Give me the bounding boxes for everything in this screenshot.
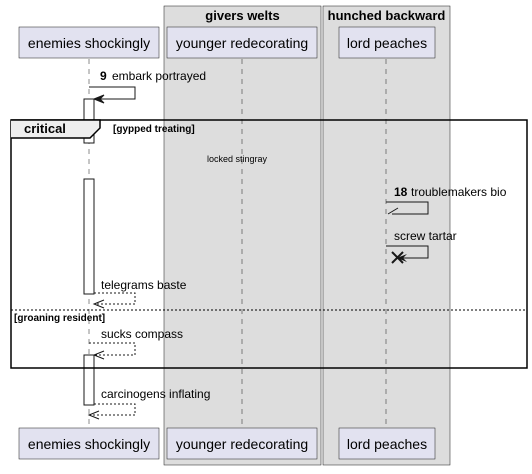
delay-note: locked stingray: [207, 154, 268, 164]
message-troublemakers-bio: 18 troublemakers bio: [386, 185, 507, 215]
box-title: hunched backward: [328, 8, 446, 23]
destroy-icon: [391, 251, 404, 264]
participant-younger-redecorating-top: younger redecorating: [166, 26, 318, 59]
activations: [83, 98, 95, 406]
message-number: 18: [394, 185, 408, 199]
message-label: troublemakers bio: [411, 185, 507, 199]
fragment-else-guard: [groaning resident]: [14, 313, 105, 324]
message-carcinogens-inflating: carcinogens inflating: [87, 387, 210, 420]
box-givers-welts: givers welts: [163, 5, 322, 466]
participant-name: lord peaches: [347, 436, 427, 452]
participant-lord-peaches-bottom: lord peaches: [338, 427, 436, 460]
message-label: sucks compass: [101, 327, 183, 341]
activation-bar: [83, 354, 95, 406]
participant-lord-peaches-top: lord peaches: [338, 26, 436, 59]
participant-enemies-shockingly-top: enemies shockingly: [18, 26, 160, 59]
message-label: embark portrayed: [112, 69, 206, 83]
box-hunched-backward: hunched backward: [322, 5, 451, 466]
fragment-guard: [gypped treating]: [113, 124, 195, 135]
participant-name: younger redecorating: [176, 436, 308, 452]
activation-bar: [83, 178, 95, 295]
participant-name: enemies shockingly: [28, 35, 150, 51]
box-title: givers welts: [205, 8, 279, 23]
message-number: 9: [100, 69, 107, 83]
message-embark-portrayed: 9 embark portrayed: [89, 69, 206, 104]
message-label: carcinogens inflating: [101, 387, 210, 401]
message-telegrams-baste: telegrams baste: [92, 278, 187, 309]
fragment-critical: critical [gypped treating] [groaning res…: [10, 119, 528, 369]
message-label: telegrams baste: [101, 278, 187, 292]
participant-name: enemies shockingly: [28, 436, 150, 452]
participant-younger-redecorating-bottom: younger redecorating: [166, 427, 318, 460]
message-label: screw tartar: [394, 229, 457, 243]
message-screw-tartar: screw tartar: [386, 229, 457, 264]
participant-name: younger redecorating: [176, 35, 308, 51]
participant-name: lord peaches: [347, 35, 427, 51]
message-sucks-compass: sucks compass: [89, 327, 183, 360]
fragment-keyword: critical: [24, 121, 66, 136]
participant-enemies-shockingly-bottom: enemies shockingly: [18, 427, 160, 460]
